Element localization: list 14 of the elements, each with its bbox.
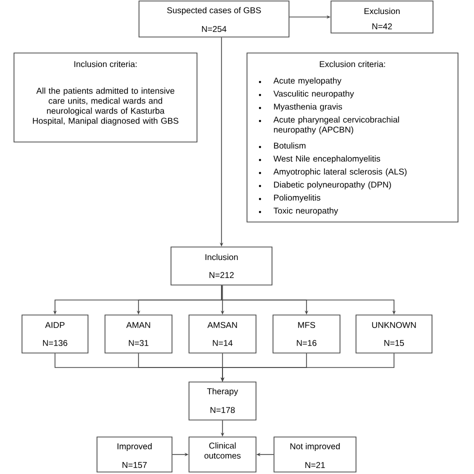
process-box: Exclusion N=42 (330, 0, 434, 34)
process-box: UNKNOWN N=15 (356, 314, 432, 354)
process-box: Not improved N=21 (274, 436, 356, 472)
process-box: AMAN N=31 (104, 314, 172, 354)
process-box: Suspected cases of GBS N=254 (138, 0, 290, 38)
process-box: AIDP N=136 (22, 314, 88, 354)
process-box: AMSAN N=14 (188, 314, 256, 354)
criteria-box: Exclusion criteria: Acute myelopathy Vasculitic neuropathy Myasthenia gravis Acute pharyngeal cervicobrachial neuropathy (APCBN) Botulism West Nile encephalomyelitis Amyotrophic lateral sclerosis (ALS) Diabetic polyneuropathy (DPN) Poliomyelitis Toxic neuropathy (246, 52, 458, 222)
process-box: Therapy N=178 (188, 382, 256, 420)
criteria-box: Inclusion criteria: All the patients admitted to intensive care units, medical wards and neurological wards of Kasturba Hospital, Manipal diagnosed with GBS (14, 52, 198, 142)
process-box: Improved N=157 (96, 436, 172, 472)
process-box: Inclusion N=212 (170, 246, 272, 286)
process-box: Clinical outcomes (188, 436, 256, 472)
process-box: MFS N=16 (272, 314, 340, 354)
